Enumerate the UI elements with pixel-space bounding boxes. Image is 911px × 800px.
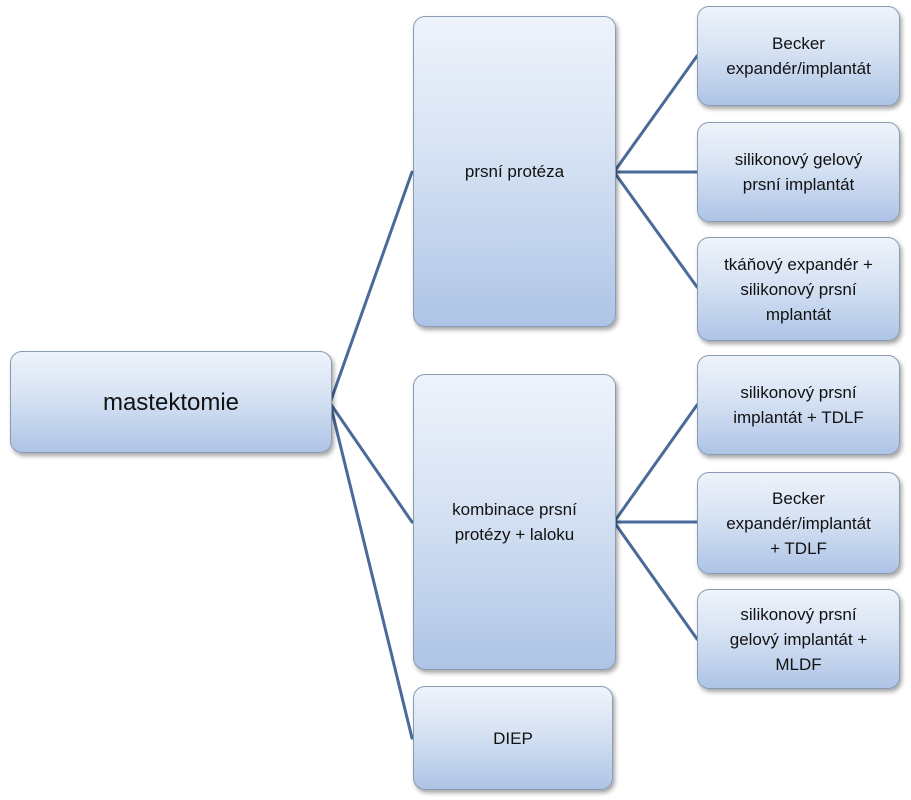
node-mastektomie: mastektomie: [10, 351, 332, 453]
connector-root-to-prsni-proteza: [328, 170, 414, 405]
connector-proteza-to-tkanovy: [612, 170, 699, 289]
node-silikonovy-mldf: silikonový prsní gelový implantát + MLDF: [697, 589, 900, 689]
node-tkanovy-expander-label: tkáňový expandér + silikonový prsní mpla…: [724, 254, 873, 324]
node-mastektomie-label: mastektomie: [102, 388, 240, 416]
connector-kombinace-to-mldf: [612, 520, 699, 641]
connector-root-to-diep: [328, 401, 414, 740]
node-becker-expander-label: Becker expandér/implantát: [726, 34, 871, 78]
node-tkanovy-expander: tkáňový expandér + silikonový prsní mpla…: [697, 237, 900, 341]
node-prsni-proteza-label: prsní protéza: [464, 162, 565, 181]
node-kombinace-label: kombinace prsní protézy + laloku: [452, 500, 577, 544]
node-kombinace: kombinace prsní protézy + laloku: [413, 374, 616, 670]
connector-kombinace-to-tdlf: [612, 403, 699, 524]
node-silikonovy-tdlf: silikonový prsní implantát + TDLF: [697, 355, 900, 455]
node-silikonovy-gelovy-label: silikonový gelový prsní implantát: [734, 150, 863, 194]
node-silikonovy-mldf-label: silikonový prsní gelový implantát + MLDF: [729, 604, 868, 674]
node-diep: DIEP: [413, 686, 613, 790]
node-becker-expander: Becker expandér/implantát: [697, 6, 900, 106]
node-becker-tdlf: Becker expandér/implantát + TDLF: [697, 472, 900, 574]
node-diep-label: DIEP: [493, 728, 533, 748]
connector-proteza-to-becker: [612, 54, 699, 174]
node-silikonovy-gelovy: silikonový gelový prsní implantát: [697, 122, 900, 222]
node-prsni-proteza: prsní protéza: [413, 16, 616, 327]
connector-root-to-kombinace: [328, 401, 414, 524]
node-silikonovy-tdlf-label: silikonový prsní implantát + TDLF: [733, 383, 864, 427]
node-becker-tdlf-label: Becker expandér/implantát + TDLF: [726, 488, 871, 558]
